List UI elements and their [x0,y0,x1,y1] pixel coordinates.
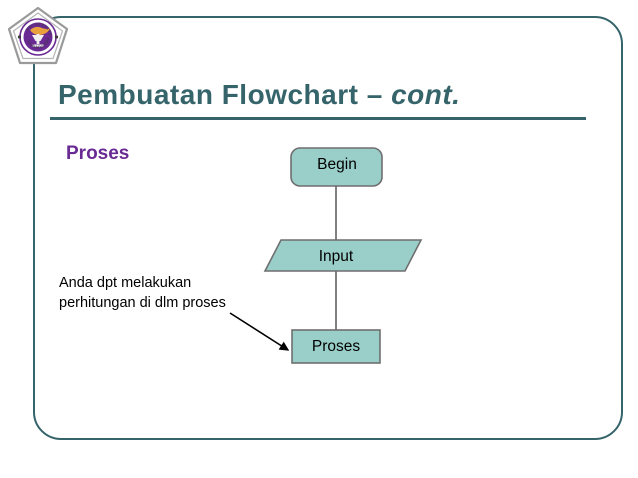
page-title-italic: cont. [391,79,461,110]
annotation-line-1: Anda dpt melakukan [59,275,192,291]
flowchart-node-begin-label: Begin [317,156,357,173]
title-underline-rule [50,117,586,120]
flowchart-node-proses-label: Proses [311,338,361,355]
page-title: Pembuatan Flowchart – cont. [58,78,598,112]
page-title-main: Pembuatan Flowchart – [58,79,392,110]
slide-frame-border [33,16,623,440]
flowchart-node-input-label: Input [318,248,354,265]
annotation-text: Anda dpt melakukan perhitungan di dlm pr… [59,273,289,313]
section-label-proses: Proses [66,143,130,164]
universitas-gunadarma-logo: UNIVERSITAS GUNADARMA [4,2,70,68]
annotation-line-2: perhitungan di dlm proses [59,295,226,311]
